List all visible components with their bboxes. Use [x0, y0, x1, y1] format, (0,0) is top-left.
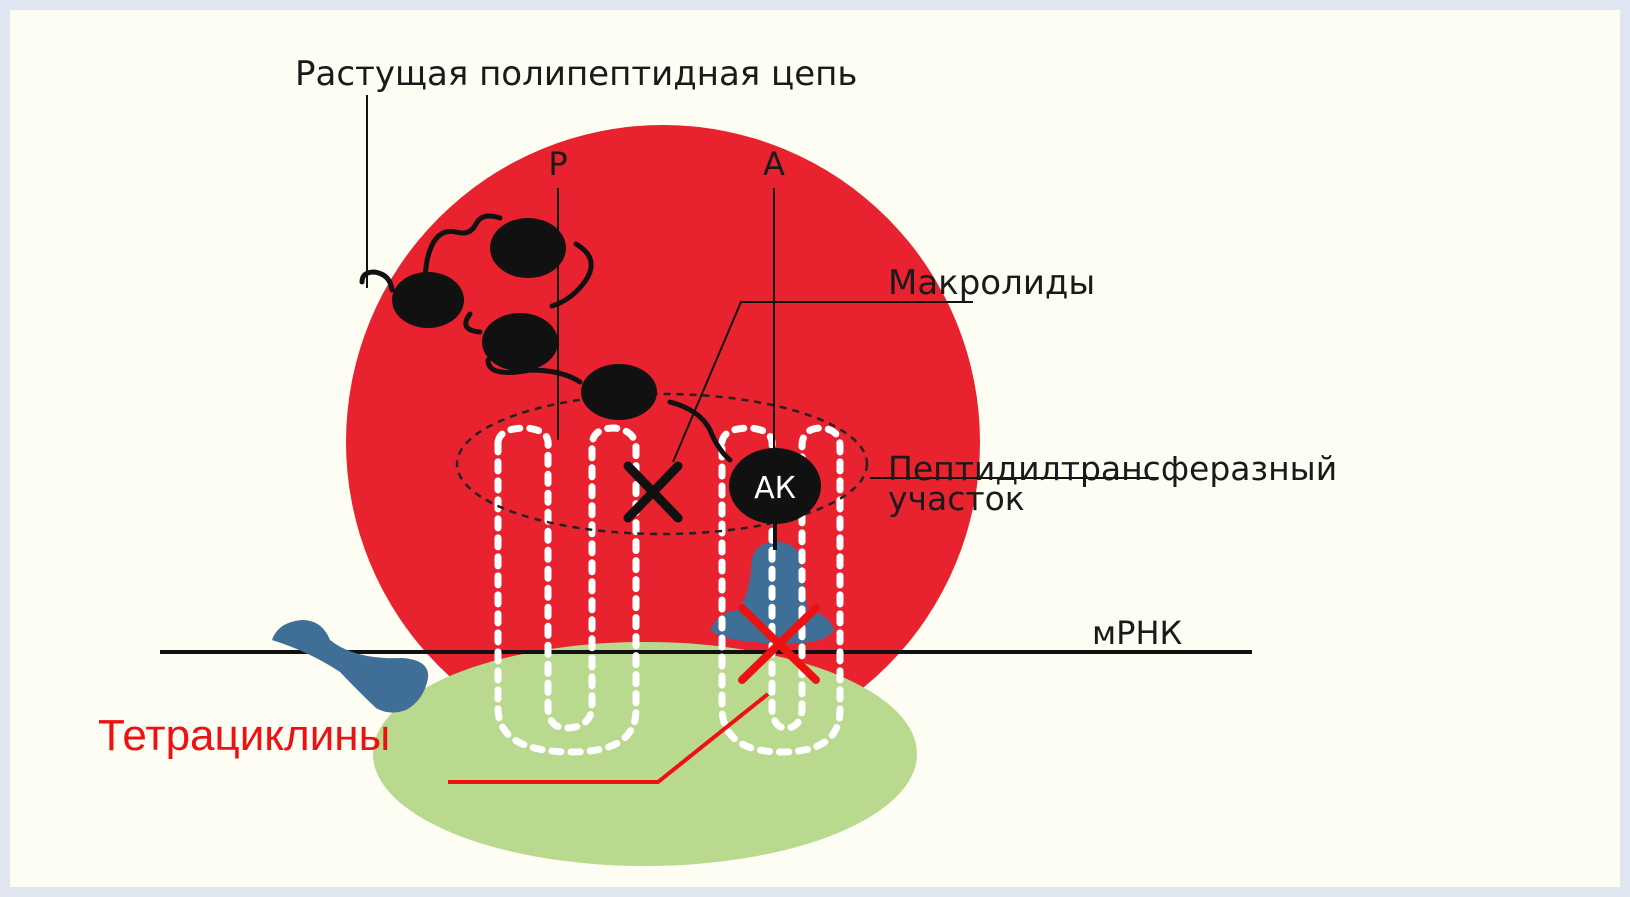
mrna-label: мРНК — [1092, 614, 1183, 652]
trna-left — [272, 620, 428, 713]
p-site-label: P — [548, 145, 567, 183]
a-site-label: A — [763, 145, 785, 183]
amino-acid-bead — [490, 218, 566, 278]
amino-acid-bead — [482, 313, 558, 371]
ak-label: АК — [754, 471, 796, 506]
slide-frame: АК Растущая полипептидная цепь P A Макро… — [10, 10, 1620, 887]
ribosome-diagram: АК Растущая полипептидная цепь P A Макро… — [10, 10, 1620, 887]
macrolides-label: Макролиды — [888, 263, 1095, 303]
amino-acid-bead — [392, 272, 464, 328]
amino-acid-bead — [581, 364, 657, 420]
small-ribosomal-subunit — [373, 642, 917, 866]
peptidyl-transferase-label-line2: участок — [888, 479, 1025, 518]
growing-chain-label: Растущая полипептидная цепь — [295, 54, 857, 94]
tetracyclines-label: Тетрациклины — [98, 711, 390, 760]
